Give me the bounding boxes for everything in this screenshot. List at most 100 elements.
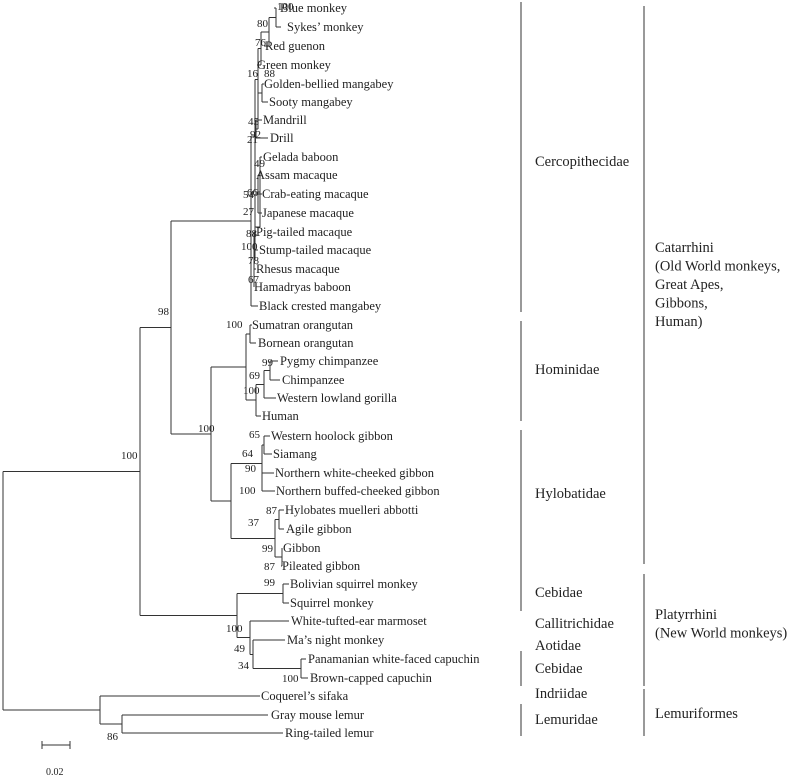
family-label-cercopithecidae: Cercopithecidae (535, 154, 629, 170)
bootstrap-value: 87 (266, 505, 278, 517)
taxon-label-crab-eating-macaque: Crab-eating macaque (262, 187, 369, 201)
taxon-label-hylobates-muelleri-abbotti: Hylobates muelleri abbotti (285, 503, 419, 517)
bootstrap-value: 69 (249, 370, 261, 382)
taxon-label-northern-buffed-cheeked-gibbon: Northern buffed-cheeked gibbon (276, 484, 440, 498)
bootstrap-value: 100 (198, 423, 215, 435)
taxon-label-drill: Drill (270, 131, 294, 145)
taxon-label-ma-s-night-monkey: Ma’s night monkey (287, 633, 385, 647)
bootstrap-value: 100 (239, 485, 256, 497)
taxon-label-bolivian-squirrel-monkey: Bolivian squirrel monkey (290, 577, 419, 591)
bootstrap-value: 21 (247, 134, 258, 146)
group-labels: CercopithecidaeHominidaeHylobatidaeCebid… (535, 154, 787, 728)
bootstrap-value: 27 (243, 206, 255, 218)
family-label-aotidae: Aotidae (535, 638, 581, 654)
bootstrap-value: 54 (243, 189, 255, 201)
bootstrap-value: 100 (243, 385, 260, 397)
taxon-label-chimpanzee: Chimpanzee (282, 373, 345, 387)
family-label-cebidae: Cebidae (535, 585, 583, 601)
taxon-label-hamadryas-baboon: Hamadryas baboon (254, 280, 352, 294)
taxon-label-sooty-mangabey: Sooty mangabey (269, 95, 353, 109)
taxon-label-gray-mouse-lemur: Gray mouse lemur (271, 708, 365, 722)
bootstrap-value: 45 (248, 116, 260, 128)
taxon-label-brown-capped-capuchin: Brown-capped capuchin (310, 671, 433, 685)
bootstrap-value: 37 (248, 517, 260, 529)
taxon-label-mandrill: Mandrill (263, 113, 307, 127)
taxon-label-pileated-gibbon: Pileated gibbon (282, 559, 361, 573)
bootstrap-value: 100 (226, 319, 243, 331)
bootstrap-value: 100 (277, 1, 294, 13)
bootstrap-value: 88 (264, 68, 276, 80)
taxon-label-sumatran-orangutan: Sumatran orangutan (252, 318, 354, 332)
bootstrap-value: 34 (238, 660, 250, 672)
bootstrap-value: 16 (247, 68, 259, 80)
taxon-label-northern-white-cheeked-gibbon: Northern white-cheeked gibbon (275, 466, 435, 480)
taxon-label-ring-tailed-lemur: Ring-tailed lemur (285, 726, 374, 740)
bootstrap-value: 49 (254, 158, 266, 170)
scale-bar-label: 0.02 (46, 767, 64, 778)
taxon-label-human: Human (262, 409, 300, 423)
taxon-label-siamang: Siamang (273, 447, 317, 461)
family-label-hylobatidae: Hylobatidae (535, 486, 606, 502)
clade-label-catarrhini: Catarrhini (655, 240, 714, 256)
tree-branches (2, 7, 308, 734)
taxon-label-pygmy-chimpanzee: Pygmy chimpanzee (280, 354, 379, 368)
bootstrap-value: 100 (282, 673, 299, 685)
taxon-label-rhesus-macaque: Rhesus macaque (256, 262, 340, 276)
taxon-label-sykes-monkey: Sykes’ monkey (287, 20, 364, 34)
family-label-lemuridae: Lemuridae (535, 712, 598, 728)
bootstrap-value: 99 (264, 577, 276, 589)
clade-label-platyrrhini: Platyrrhini (655, 607, 717, 623)
family-label-indriidae: Indriidae (535, 686, 587, 702)
taxon-label-golden-bellied-mangabey: Golden-bellied mangabey (264, 77, 394, 91)
family-label-hominidae: Hominidae (535, 362, 599, 378)
taxon-label-western-hoolock-gibbon: Western hoolock gibbon (271, 429, 394, 443)
taxon-label-coquerel-s-sifaka: Coquerel’s sifaka (261, 689, 349, 703)
taxon-label-western-lowland-gorilla: Western lowland gorilla (277, 391, 397, 405)
taxon-label-green-monkey: Green monkey (257, 58, 332, 72)
family-label-cebidae: Cebidae (535, 661, 583, 677)
taxon-label-black-crested-mangabey: Black crested mangabey (259, 299, 382, 313)
bootstrap-value: 88 (246, 228, 258, 240)
bootstrap-value: 98 (158, 306, 170, 318)
scale-bar: 0.02 (41, 741, 71, 778)
bootstrap-value: 49 (234, 643, 246, 655)
clade-label-catarrhini: Great Apes, (655, 277, 723, 293)
taxon-label-blue-monkey: Blue monkey (280, 1, 348, 15)
bootstrap-value: 66 (247, 187, 259, 199)
bootstrap-value: 99 (262, 543, 274, 555)
bootstrap-value: 65 (249, 429, 261, 441)
group-bars (520, 2, 645, 736)
taxon-label-agile-gibbon: Agile gibbon (286, 522, 352, 536)
bootstrap-value: 67 (248, 274, 260, 286)
taxon-label-white-tufted-ear-marmoset: White-tufted-ear marmoset (291, 614, 427, 628)
taxon-label-gibbon: Gibbon (283, 541, 321, 555)
bootstrap-value: 78 (248, 255, 260, 267)
bootstrap-value: 64 (242, 448, 254, 460)
taxon-label-red-guenon: Red guenon (265, 39, 326, 53)
bootstrap-value: 87 (264, 561, 276, 573)
taxon-label-gelada-baboon: Gelada baboon (263, 150, 339, 164)
family-label-callitrichidae: Callitrichidae (535, 616, 614, 632)
bootstrap-value: 90 (245, 463, 257, 475)
bootstrap-value: 100 (121, 450, 138, 462)
bootstrap-value: 100 (226, 623, 243, 635)
taxon-label-stump-tailed-macaque: Stump-tailed macaque (259, 243, 372, 257)
taxon-label-panamanian-white-faced-capuchin: Panamanian white-faced capuchin (308, 652, 480, 666)
taxon-label-japanese-macaque: Japanese macaque (262, 206, 354, 220)
taxon-label-bornean-orangutan: Bornean orangutan (258, 336, 354, 350)
bootstrap-value: 86 (107, 731, 119, 743)
bootstrap-value: 80 (257, 18, 269, 30)
bootstrap-value: 92 (250, 129, 261, 141)
bootstrap-value: 99 (262, 357, 274, 369)
clade-label-platyrrhini: (New World monkeys) (655, 626, 787, 642)
taxon-label-assam-macaque: Assam macaque (256, 168, 338, 182)
taxon-label-pig-tailed-macaque: Pig-tailed macaque (256, 225, 353, 239)
clade-label-catarrhini: Gibbons, (655, 296, 708, 312)
clade-label-catarrhini: Human) (655, 314, 703, 330)
clade-label-catarrhini: (Old World monkeys, (655, 259, 780, 275)
clade-label-lemuriformes: Lemuriformes (655, 706, 738, 722)
bootstrap-value: 76 (255, 37, 267, 49)
